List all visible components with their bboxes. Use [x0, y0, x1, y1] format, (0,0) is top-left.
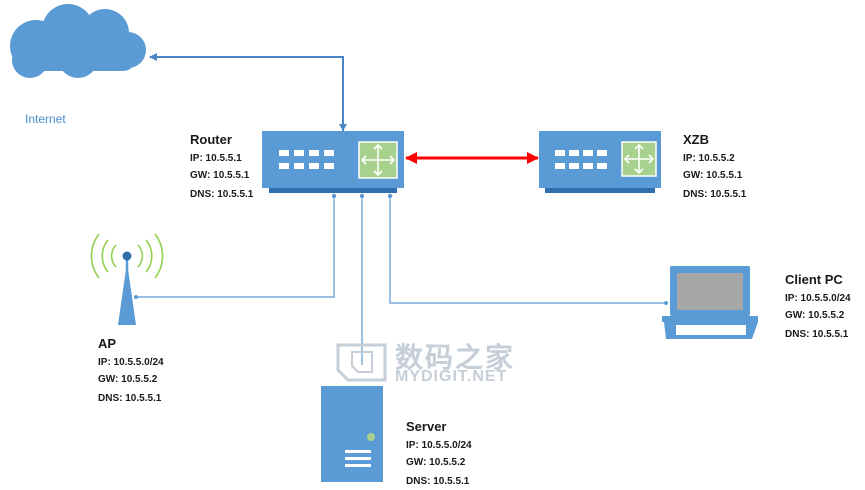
server-dns: DNS: 10.5.5.1: [406, 476, 470, 487]
ap-title: AP: [98, 336, 117, 351]
ap-dns: DNS: 10.5.5.1: [98, 393, 162, 404]
client-pc-label: Client PC IP: 10.5.5.0/24 GW: 10.5.5.2 D…: [785, 272, 851, 343]
client-pc-ip: IP: 10.5.5.0/24: [785, 293, 851, 304]
ap-label: AP IP: 10.5.5.0/24 GW: 10.5.5.2 DNS: 10.…: [98, 336, 164, 407]
client-pc-dns: DNS: 10.5.5.1: [785, 329, 849, 340]
watermark-logo-icon: [336, 343, 387, 382]
xzb-icon: [539, 131, 661, 193]
wifi-signal-icon: [90, 233, 164, 279]
router-ap-link: [138, 198, 335, 298]
watermark-text-en: MYDIGIT.NET: [395, 368, 508, 385]
ap-gw: GW: 10.5.5.2: [98, 374, 158, 385]
server-gw: GW: 10.5.5.2: [406, 457, 466, 468]
xzb-title: XZB: [683, 132, 709, 147]
server-label: Server IP: 10.5.5.0/24 GW: 10.5.5.2 DNS:…: [406, 419, 472, 490]
xzb-dns: DNS: 10.5.5.1: [683, 189, 747, 200]
client-pc-title: Client PC: [785, 272, 843, 287]
router-icon: [262, 131, 404, 199]
router-gw: GW: 10.5.5.1: [190, 170, 250, 181]
router-label: Router IP: 10.5.5.1 GW: 10.5.5.1 DNS: 10…: [190, 132, 253, 203]
server-title: Server: [406, 419, 447, 434]
router-ip: IP: 10.5.5.1: [190, 153, 242, 164]
xzb-gw: GW: 10.5.5.1: [683, 170, 743, 181]
server-icon: [321, 386, 383, 482]
internet-uplink-line: [149, 53, 344, 131]
ap-antenna-icon: [118, 251, 138, 325]
xzb-label: XZB IP: 10.5.5.2 GW: 10.5.5.1 DNS: 10.5.…: [683, 132, 746, 203]
router-dns: DNS: 10.5.5.1: [190, 189, 254, 200]
ap-ip: IP: 10.5.5.0/24: [98, 357, 164, 368]
router-client-link: [389, 198, 664, 304]
server-ip: IP: 10.5.5.0/24: [406, 440, 472, 451]
internet-label: Internet: [25, 112, 66, 126]
internet-cloud-icon: [10, 4, 146, 78]
xzb-ip: IP: 10.5.5.2: [683, 153, 735, 164]
watermark-text-cn: 数码之家: [395, 342, 516, 373]
laptop-icon: [662, 266, 758, 339]
client-pc-gw: GW: 10.5.5.2: [785, 310, 845, 321]
router-internet-arrow: [339, 124, 347, 131]
router-title: Router: [190, 132, 232, 147]
